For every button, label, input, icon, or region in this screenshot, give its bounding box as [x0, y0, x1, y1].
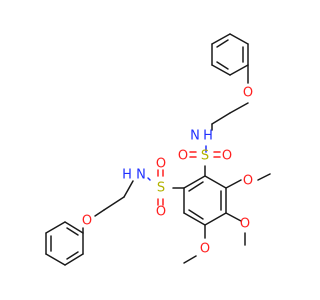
atom-oxygen-ether-top: O [243, 86, 253, 101]
atom-oxygen-sulfonyl-top-left: O [178, 149, 188, 164]
bond-ch2-oxygen-left [94, 209, 105, 217]
atom-hydrogen-top: H [203, 129, 213, 144]
bond-methoxy-1-methyl [257, 173, 271, 181]
atom-oxygen-methoxy-3: O [200, 242, 210, 257]
bond-ring-methoxy-2 [225, 212, 242, 222]
atom-oxygen-sulfonyl-left-up: O [156, 157, 166, 172]
bond-sulfur-nitrogen-left [147, 177, 151, 181]
atom-sulfur-left: S [157, 181, 165, 196]
atom-sulfur-top: S [201, 149, 209, 164]
atom-oxygen-sulfonyl-top-right: O [222, 149, 232, 164]
bond-methoxy-3-methyl [183, 255, 197, 264]
atom-oxygen-methoxy-1: O [243, 174, 253, 189]
atom-nitrogen-left: N [136, 168, 146, 183]
bond-ring-methoxy-1 [225, 179, 242, 189]
bond-ch2-ch2-top [211, 112, 231, 125]
bottom-phenyl-ring [45, 221, 84, 266]
central-benzene-ring [183, 175, 227, 226]
bond-ch2-ch2-left [103, 196, 125, 211]
top-phenyl-ring [211, 33, 249, 76]
atom-hydrogen-left: H [122, 168, 132, 183]
atom-nitrogen-top: N [190, 129, 200, 144]
atom-oxygen-ether-left: O [82, 214, 92, 229]
molecule-diagram: O N H O S O O O O O S O H N O [45, 33, 271, 266]
atom-oxygen-sulfonyl-left-down: O [156, 205, 166, 220]
bond-nitrogen-ch2-left [123, 180, 134, 198]
structure-svg: O N H O S O O O O O S O H N O [45, 33, 271, 266]
bond-oxygen-ch2-top [229, 102, 249, 114]
atom-oxygen-methoxy-2: O [240, 217, 250, 232]
